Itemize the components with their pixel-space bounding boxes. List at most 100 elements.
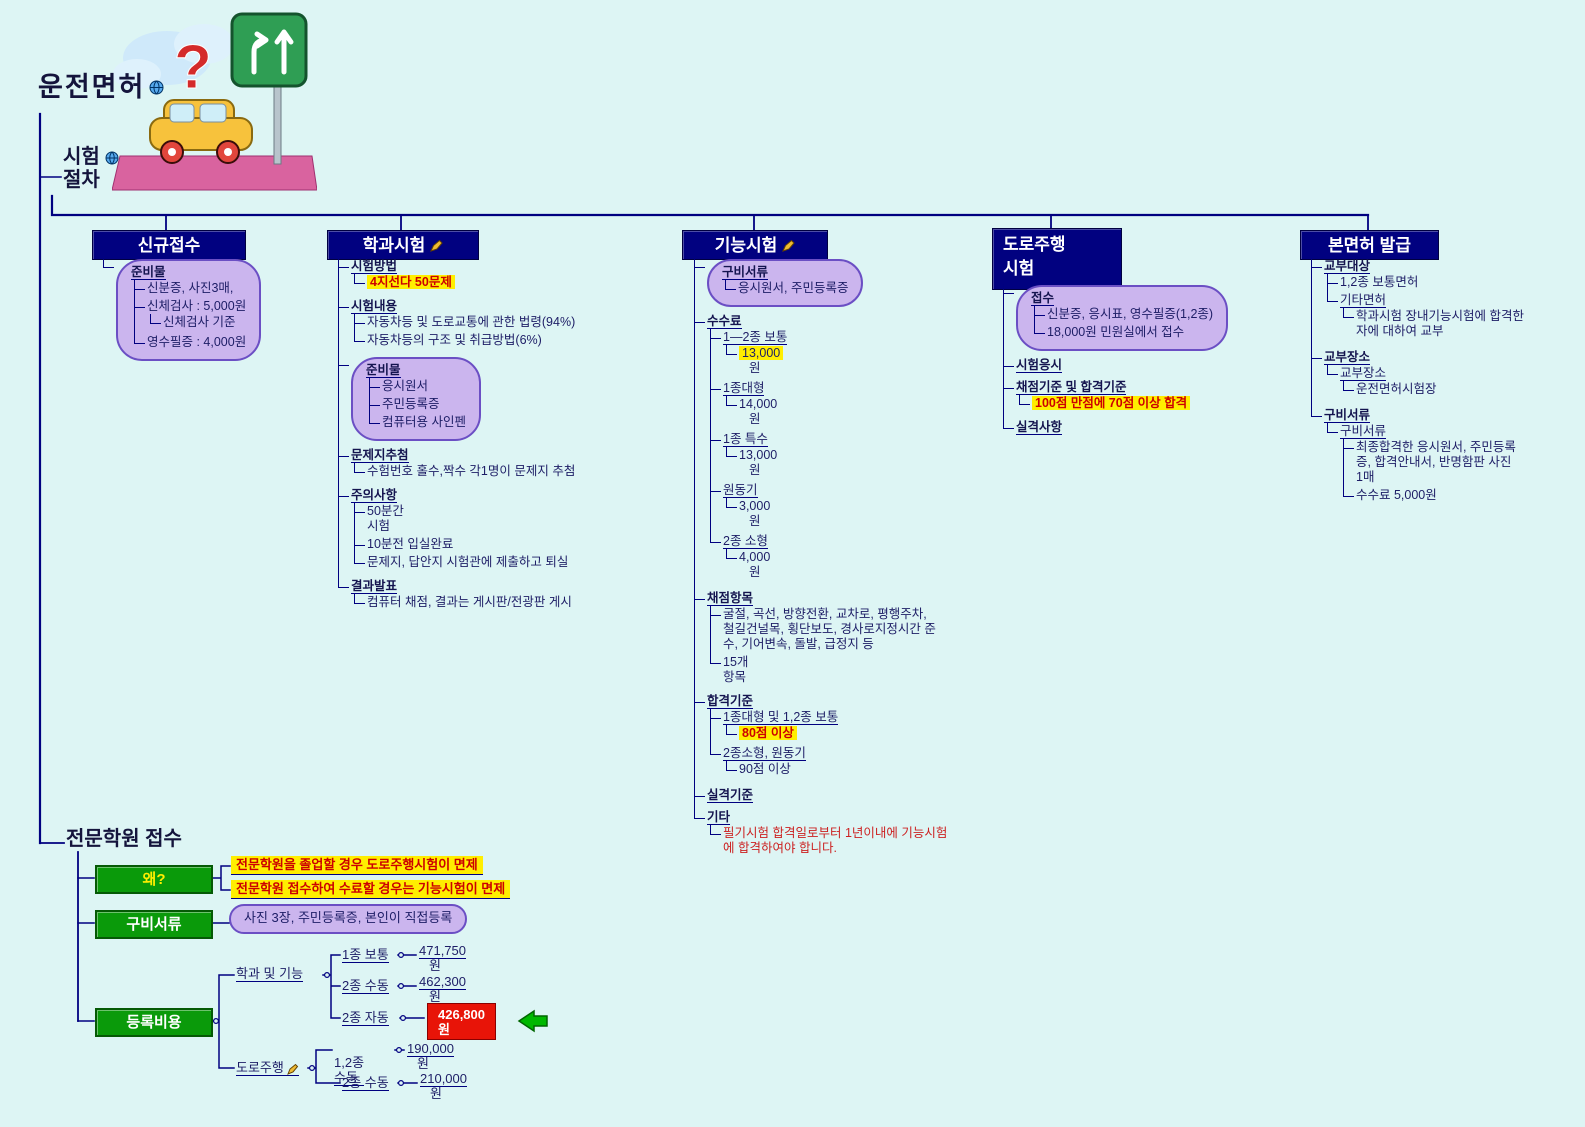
- school-why-note-text[interactable]: 전문학원 접수하여 수료할 경우는 기능시험이 면제: [236, 881, 506, 896]
- cost-row-amount[interactable]: 190,000 원: [407, 1041, 454, 1071]
- t1-prep-cloud[interactable]: 준비물 신분증, 사진3매, 신체검사 : 5,000원 신체검사 기준 영수필…: [116, 259, 262, 361]
- root-topic-label[interactable]: 운전면허: [38, 72, 146, 102]
- t1-prep-subitem[interactable]: 신체검사 기준: [163, 315, 236, 329]
- school-docs-note[interactable]: 사진 3장, 주민등록증, 본인이 직접등록: [244, 910, 453, 925]
- school-why-box[interactable]: 왜?: [95, 865, 213, 894]
- t3-docs-cloud[interactable]: 구비서류 응시원서, 주민등록증: [707, 259, 864, 307]
- t3-fee-class[interactable]: 1종 특수: [723, 432, 768, 447]
- topic-skill-test[interactable]: 기능시험: [682, 230, 828, 260]
- t2-method-header[interactable]: 시험방법: [351, 259, 398, 274]
- topic-new-application[interactable]: 신규접수: [92, 230, 246, 260]
- school-cost-label[interactable]: 등록비용: [126, 1014, 182, 1031]
- t5-target-item[interactable]: 1,2종 보통면허: [1340, 275, 1419, 289]
- cost-row-class[interactable]: 2종 수동: [342, 1075, 389, 1091]
- t2-result-header[interactable]: 결과발표: [351, 579, 398, 594]
- t4-receipt-header[interactable]: 접수: [1031, 291, 1055, 306]
- t4-disqualify-header[interactable]: 실격사항: [1016, 420, 1063, 435]
- topic-new-application-label[interactable]: 신규접수: [137, 235, 201, 255]
- t3-pass-class[interactable]: 1종대형 및 1,2종 보통: [723, 710, 839, 725]
- t2-draw-item[interactable]: 수험번호 홀수,짝수 각1명이 문제지 추첨: [367, 464, 576, 478]
- t2-caution-item[interactable]: 문제지, 답안지 시험관에 제출하고 퇴실: [367, 555, 569, 569]
- cost-group-road-driving-label[interactable]: 도로주행: [236, 1060, 284, 1075]
- branch-driving-school-label[interactable]: 전문학원 접수: [66, 828, 182, 850]
- t3-fee-amount[interactable]: 13,000: [739, 448, 778, 462]
- t3-fee-amount[interactable]: 13,000: [742, 346, 781, 360]
- cost-row-class-label[interactable]: 2종 수동: [342, 1075, 389, 1090]
- t5-docs-subitem[interactable]: 최종합격한 응시원서, 주민등록증, 합격안내서, 반명함판 사진 1매: [1356, 440, 1516, 484]
- t3-scoring-count[interactable]: 15개 항목: [723, 655, 749, 684]
- t3-fee-class[interactable]: 1종대형: [723, 381, 765, 396]
- t2-method-item[interactable]: 4지선다 50문제: [367, 275, 455, 289]
- cost-row-class-label[interactable]: 2종 수동: [342, 978, 389, 993]
- t2-caution-item[interactable]: 10분전 입실완료: [367, 537, 454, 551]
- t3-docs-header[interactable]: 구비서류: [722, 265, 769, 280]
- branch-driving-school[interactable]: 전문학원 접수: [66, 828, 182, 851]
- t2-prep-item[interactable]: 주민등록증: [382, 397, 440, 411]
- school-docs-box[interactable]: 구비서류: [95, 910, 213, 939]
- t5-docs-header[interactable]: 구비서류: [1324, 408, 1371, 423]
- cost-group-road-driving[interactable]: 도로주행: [236, 1060, 300, 1076]
- cost-amount[interactable]: 190,000: [407, 1041, 454, 1057]
- t2-content-item[interactable]: 자동차등 및 도로교통에 관한 법령(94%): [367, 315, 576, 329]
- topic-written-exam-label[interactable]: 학과시험: [362, 235, 426, 255]
- t3-pass-score[interactable]: 90점 이상: [739, 762, 791, 776]
- t2-content-header[interactable]: 시험내용: [351, 299, 398, 314]
- t5-target-header[interactable]: 교부대상: [1324, 259, 1371, 274]
- t2-content-item[interactable]: 자동차등의 구조 및 취급방법(6%): [367, 333, 542, 347]
- cost-row-class-label[interactable]: 1종 보통: [342, 947, 389, 962]
- t3-pass-score[interactable]: 80점 이상: [739, 726, 797, 740]
- topic-written-exam[interactable]: 학과시험: [327, 230, 479, 260]
- t4-receipt-group[interactable]: 접수 신분증, 응시표, 영수필증(1,2종) 18,000원 민원실에서 접수: [1003, 284, 1303, 357]
- topic-license-issuance[interactable]: 본면허 발급: [1300, 230, 1439, 260]
- t3-docs-item[interactable]: 응시원서, 주민등록증: [738, 281, 849, 295]
- t5-docs-fee[interactable]: 수수료 5,000원: [1356, 488, 1437, 502]
- cost-group-classroom-skill[interactable]: 학과 및 기능: [236, 966, 304, 982]
- t2-draw-header[interactable]: 문제지추첨: [351, 448, 409, 463]
- t5-docs-item[interactable]: 구비서류: [1340, 424, 1387, 439]
- cost-row-class-label[interactable]: 2종 자동: [342, 1010, 389, 1025]
- t3-docs-group[interactable]: 구비서류 응시원서, 주민등록증: [694, 258, 1014, 313]
- t3-fee-amount[interactable]: 3,000: [739, 499, 771, 513]
- cost-group-classroom-skill-label[interactable]: 학과 및 기능: [236, 966, 304, 981]
- t1-prep-item[interactable]: 신체검사 : 5,000원: [147, 299, 247, 313]
- t1-prep-item[interactable]: 신분증, 사진3매,: [147, 281, 234, 295]
- cost-row-class[interactable]: 2종 자동: [342, 1010, 389, 1026]
- t2-caution-item[interactable]: 50분간 시험: [367, 504, 404, 533]
- topic-road-driving-line1[interactable]: 도로주행: [1003, 235, 1066, 254]
- school-why-note[interactable]: 전문학원 접수하여 수료할 경우는 기능시험이 면제: [231, 880, 511, 899]
- t3-scoring-item[interactable]: 굴절, 곡선, 방향전환, 교차로, 평행주차, 철길건널목, 횡단보도, 경사…: [723, 607, 936, 651]
- t4-receipt-item[interactable]: 신분증, 응시표, 영수필증(1,2종): [1047, 307, 1214, 321]
- branch-exam-line1[interactable]: 시험: [63, 146, 100, 168]
- cost-row-class[interactable]: 2종 수동: [342, 978, 389, 994]
- cost-row-amount[interactable]: 210,000 원: [420, 1071, 467, 1101]
- cost-amount[interactable]: 426,800: [438, 1007, 485, 1022]
- cost-amount[interactable]: 462,300: [419, 974, 466, 990]
- t3-etc-header[interactable]: 기타: [707, 810, 731, 825]
- t4-receipt-item[interactable]: 18,000원 민원실에서 접수: [1047, 325, 1185, 339]
- cost-amount[interactable]: 210,000: [420, 1071, 467, 1087]
- t1-prep-group[interactable]: 준비물 신분증, 사진3매, 신체검사 : 5,000원 신체검사 기준 영수필…: [103, 258, 343, 367]
- t1-prep-item[interactable]: 영수필증 : 4,000원: [147, 335, 247, 349]
- branch-exam-line2[interactable]: 절차: [63, 169, 100, 191]
- t2-result-item[interactable]: 컴퓨터 채점, 결과는 게시판/전광판 게시: [367, 595, 572, 609]
- t2-prep-header[interactable]: 준비물: [366, 363, 401, 378]
- t3-fee-class[interactable]: 2종 소형: [723, 534, 768, 549]
- t5-target-item[interactable]: 기타면허: [1340, 293, 1387, 308]
- t3-etc-note[interactable]: 필기시험 합격일로부터 1년이내에 기능시험에 합격하여야 합니다.: [723, 826, 948, 855]
- topic-license-issuance-label[interactable]: 본면허 발급: [1328, 235, 1411, 255]
- topic-skill-test-label[interactable]: 기능시험: [714, 235, 778, 255]
- school-docs-label[interactable]: 구비서류: [126, 916, 182, 933]
- t5-place-item[interactable]: 교부장소: [1340, 366, 1387, 381]
- t5-place-subitem[interactable]: 운전면허시험장: [1356, 382, 1437, 396]
- t4-criteria-header[interactable]: 채점기준 및 합격기준: [1016, 380, 1127, 395]
- t5-target-subitem[interactable]: 학과시험 장내기능시험에 합격한 자에 대하여 교부: [1356, 309, 1524, 338]
- t5-place-header[interactable]: 교부장소: [1324, 350, 1371, 365]
- t3-fee-amount[interactable]: 14,000: [739, 397, 778, 411]
- t2-prep-item[interactable]: 컴퓨터용 사인펜: [382, 415, 466, 429]
- t3-fee-class[interactable]: 1—2종 보통: [723, 330, 788, 345]
- t4-criteria-item[interactable]: 100점 만점에 70점 이상 합격: [1032, 396, 1191, 410]
- school-cost-box[interactable]: 등록비용: [95, 1008, 213, 1037]
- t3-fail-header[interactable]: 실격기준: [707, 788, 754, 803]
- t4-apply-header[interactable]: 시험응시: [1016, 358, 1063, 373]
- cost-row-class[interactable]: 1,2종 수동: [334, 1040, 365, 1086]
